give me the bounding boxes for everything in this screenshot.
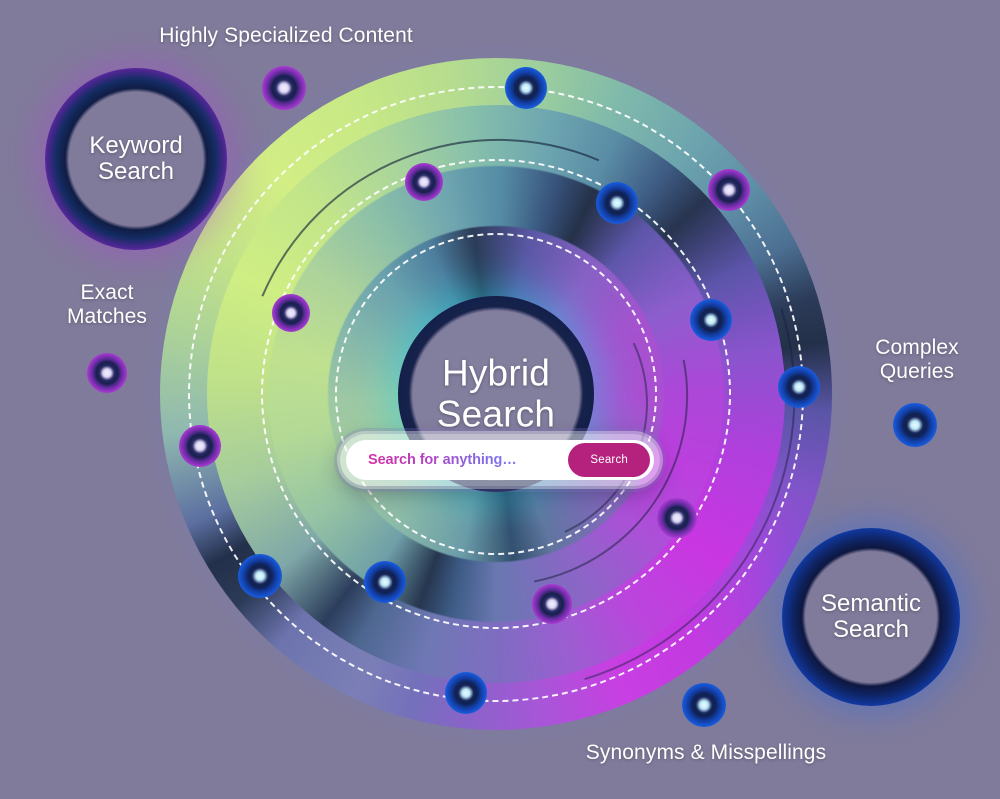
orbit-node-blue-14[interactable]	[364, 561, 406, 603]
label-complex-queries: Complex Queries	[875, 336, 959, 383]
orbit-node-blue-4[interactable]	[682, 683, 726, 727]
keyword-search-line1: Keyword	[89, 131, 183, 159]
search-submit-button[interactable]: Search	[568, 443, 650, 477]
semantic-search-line2: Search	[832, 616, 910, 643]
orbit-node-blue-17[interactable]	[445, 672, 487, 714]
orbit-node-purple-6[interactable]	[405, 163, 443, 201]
orbit-node-blue-5[interactable]	[505, 67, 547, 109]
orbit-node-blue-10[interactable]	[778, 366, 820, 408]
search-bar[interactable]: Search for anything… Search	[346, 440, 654, 480]
orbit-node-blue-9[interactable]	[690, 299, 732, 341]
orbit-node-purple-11[interactable]	[272, 294, 310, 332]
keyword-search-line2: Search	[97, 158, 175, 185]
orbit-node-blue-13[interactable]	[238, 554, 282, 598]
orbit-node-purple-8[interactable]	[708, 169, 750, 211]
orbit-node-purple-16[interactable]	[657, 498, 697, 538]
hybrid-search-title-line2: Search	[436, 394, 556, 435]
label-exact-matches: Exact Matches	[66, 281, 148, 328]
orbit-node-blue-3[interactable]	[893, 403, 937, 447]
orbit-node-purple-15[interactable]	[532, 584, 572, 624]
label-synonyms-misspellings: Synonyms & Misspellings	[585, 741, 827, 764]
search-input-placeholder[interactable]: Search for anything…	[368, 452, 517, 468]
semantic-search-line1: Semantic	[820, 589, 922, 617]
orbit-node-purple-1[interactable]	[262, 66, 306, 110]
search-bar-container[interactable]: Search for anything… Search	[340, 434, 660, 486]
hybrid-search-title-line1: Hybrid	[441, 352, 551, 394]
orbit-node-purple-2[interactable]	[87, 353, 127, 393]
orbit-node-blue-7[interactable]	[596, 182, 638, 224]
label-highly-specialized-content: Highly Specialized Content	[159, 24, 413, 47]
orbit-node-purple-12[interactable]	[179, 425, 221, 467]
